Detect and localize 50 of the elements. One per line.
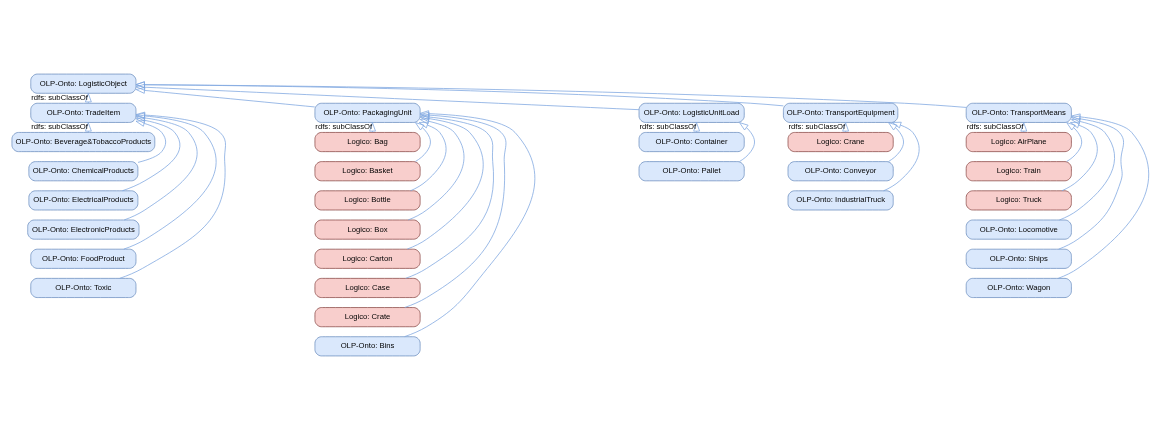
node-box: OLP-Onto: ElectricalProducts — [28, 190, 139, 211]
node-box: OLP-Onto: PackagingUnit — [314, 102, 421, 123]
edge-label: rdfs: subClassOf — [31, 92, 88, 102]
node-box: OLP-Onto: ElectronicProducts — [27, 219, 140, 240]
arrow — [883, 121, 920, 192]
node-box: OLP-Onto: Wagon — [965, 277, 1072, 298]
node-box: OLP-Onto: Bins — [314, 336, 421, 357]
arrow — [407, 117, 465, 221]
arrow — [135, 87, 316, 108]
arrow — [135, 81, 967, 108]
edge-label: rdfs: subClassOf — [788, 121, 846, 131]
node-box: Logico: Basket — [314, 161, 421, 182]
node-box: Logico: Carton — [314, 248, 421, 269]
edge-label: rdfs: subClassOf — [639, 121, 697, 131]
edge-label: rdfs: subClassOf — [31, 121, 88, 131]
arrow — [135, 120, 167, 163]
node-box: Logico: Bottle — [314, 190, 421, 211]
arrow — [406, 115, 484, 250]
edge-label: rdfs: subClassOf — [315, 121, 373, 131]
node-box: Logico: Box — [314, 219, 421, 240]
node-box: Logico: Train — [965, 161, 1072, 182]
node-box: OLP-Onto: IndustrialTruck — [787, 190, 894, 211]
node-box: OLP-Onto: Locomotive — [965, 219, 1072, 240]
node-box: OLP-Onto: Pallet — [638, 161, 745, 182]
node-box: OLP-Onto: TransportMeans — [965, 102, 1072, 123]
node-box: OLP-Onto: TransportEquipment — [783, 102, 899, 123]
arrow — [739, 122, 755, 162]
node-box: OLP-Onto: Conveyor — [787, 161, 894, 182]
arrow — [410, 121, 447, 192]
node-box: OLP-Onto: LogisticObject — [30, 73, 137, 94]
node-box: Logico: Case — [314, 277, 421, 298]
arrow — [1066, 122, 1083, 162]
arrow — [121, 116, 181, 192]
arrow — [888, 122, 904, 162]
node-box: OLP-Onto: FoodProduct — [30, 248, 137, 269]
arrow — [1059, 118, 1115, 221]
node-box: OLP-Onto: Toxic — [30, 277, 137, 298]
arrow — [1061, 121, 1098, 192]
node-box: OLP-Onto: ChemicalProducts — [28, 161, 139, 182]
arrow — [404, 111, 507, 308]
node-box: OLP-Onto: LogisticUnitLoad — [638, 102, 745, 123]
node-box: Logico: Crate — [314, 307, 421, 328]
arrow — [123, 112, 217, 250]
arrow — [405, 113, 494, 279]
edge-label: rdfs: subClassOf — [966, 121, 1024, 131]
node-box: Logico: Truck — [965, 190, 1072, 211]
node-box: OLP-Onto: Ships — [965, 248, 1072, 269]
arrow — [135, 81, 784, 107]
arrow — [135, 83, 640, 111]
arrow — [415, 122, 431, 162]
